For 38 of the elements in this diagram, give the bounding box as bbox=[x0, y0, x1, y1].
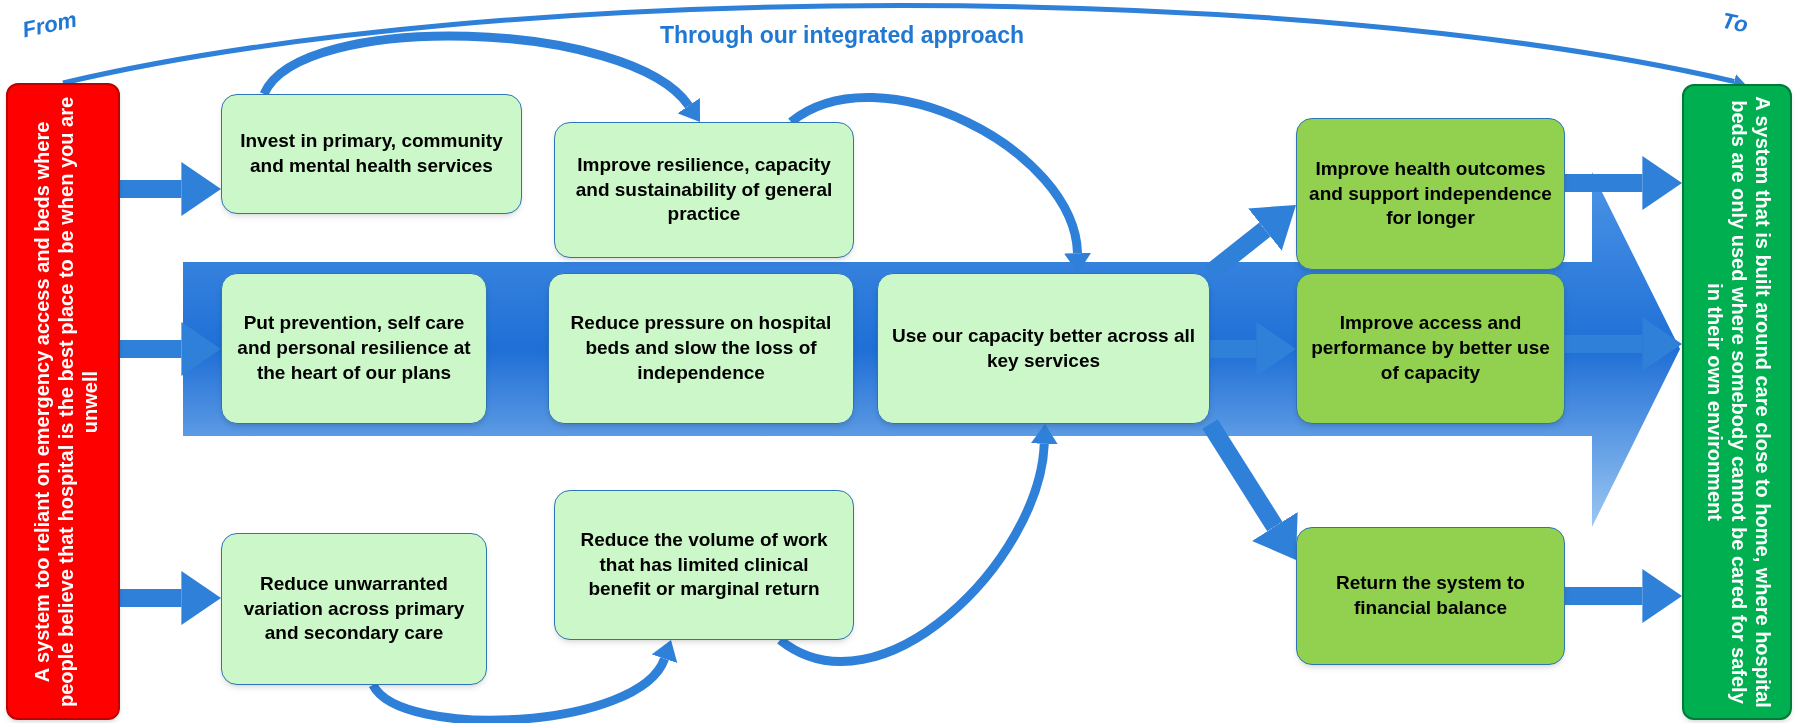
box-label: A system that is built around care close to home, where hospital beds are only used where somebody cannot be cared for safely in their own environment bbox=[1703, 95, 1775, 710]
action-box bbox=[877, 273, 1210, 424]
box-label: Return the system to financial balance bbox=[1335, 571, 1526, 620]
block-arrow bbox=[120, 571, 221, 625]
heading-label: To bbox=[1718, 6, 1752, 40]
curved-arrow bbox=[777, 424, 1058, 666]
block-arrow bbox=[120, 322, 221, 376]
curved-arrow bbox=[260, 31, 703, 120]
box-label: Reduce pressure on hospital beds and slow the loss of independence bbox=[569, 311, 833, 385]
block-arrow bbox=[1565, 569, 1682, 623]
box-label: Reduce unwarranted variation across primary and secondary care bbox=[242, 571, 466, 646]
action-box bbox=[554, 122, 854, 258]
outcome-box bbox=[1296, 118, 1565, 270]
action-box bbox=[554, 490, 854, 640]
action-box bbox=[221, 533, 487, 685]
heading-label: From bbox=[19, 5, 80, 45]
box-label: Improve access and performance by better use of capacity bbox=[1310, 311, 1551, 385]
box-label: Improve resilience, capacity and sustainability of general practice bbox=[574, 152, 834, 227]
box-label: Put prevention, self care and personal resilience at the heart of our plans bbox=[236, 311, 472, 385]
block-arrow bbox=[1565, 156, 1682, 210]
block-arrow bbox=[1565, 317, 1682, 371]
curved-arrow bbox=[369, 641, 676, 723]
box-label: Improve health outcomes and support independence for longer bbox=[1308, 156, 1553, 231]
block-arrow bbox=[1210, 322, 1296, 376]
block-arrow bbox=[1202, 419, 1298, 560]
block-arrow bbox=[120, 162, 221, 216]
outcome-box bbox=[1296, 527, 1565, 665]
box-label: Use our capacity better across all key services bbox=[890, 323, 1197, 373]
box-label: Reduce the volume of work that has limited clinical benefit or marginal return bbox=[579, 527, 829, 602]
action-box bbox=[221, 273, 487, 424]
heading-label: Through our integrated approach bbox=[660, 21, 1025, 50]
start-state-box bbox=[6, 83, 120, 720]
box-label: Invest in primary, community and mental health services bbox=[239, 129, 504, 178]
action-box bbox=[221, 94, 522, 214]
target-state-box bbox=[1682, 84, 1792, 720]
box-label: A system too reliant on emergency access and beds where people believe that hospital is the best place to be when you are unwell bbox=[29, 95, 101, 709]
outcome-box bbox=[1296, 273, 1565, 424]
action-box bbox=[548, 273, 854, 424]
